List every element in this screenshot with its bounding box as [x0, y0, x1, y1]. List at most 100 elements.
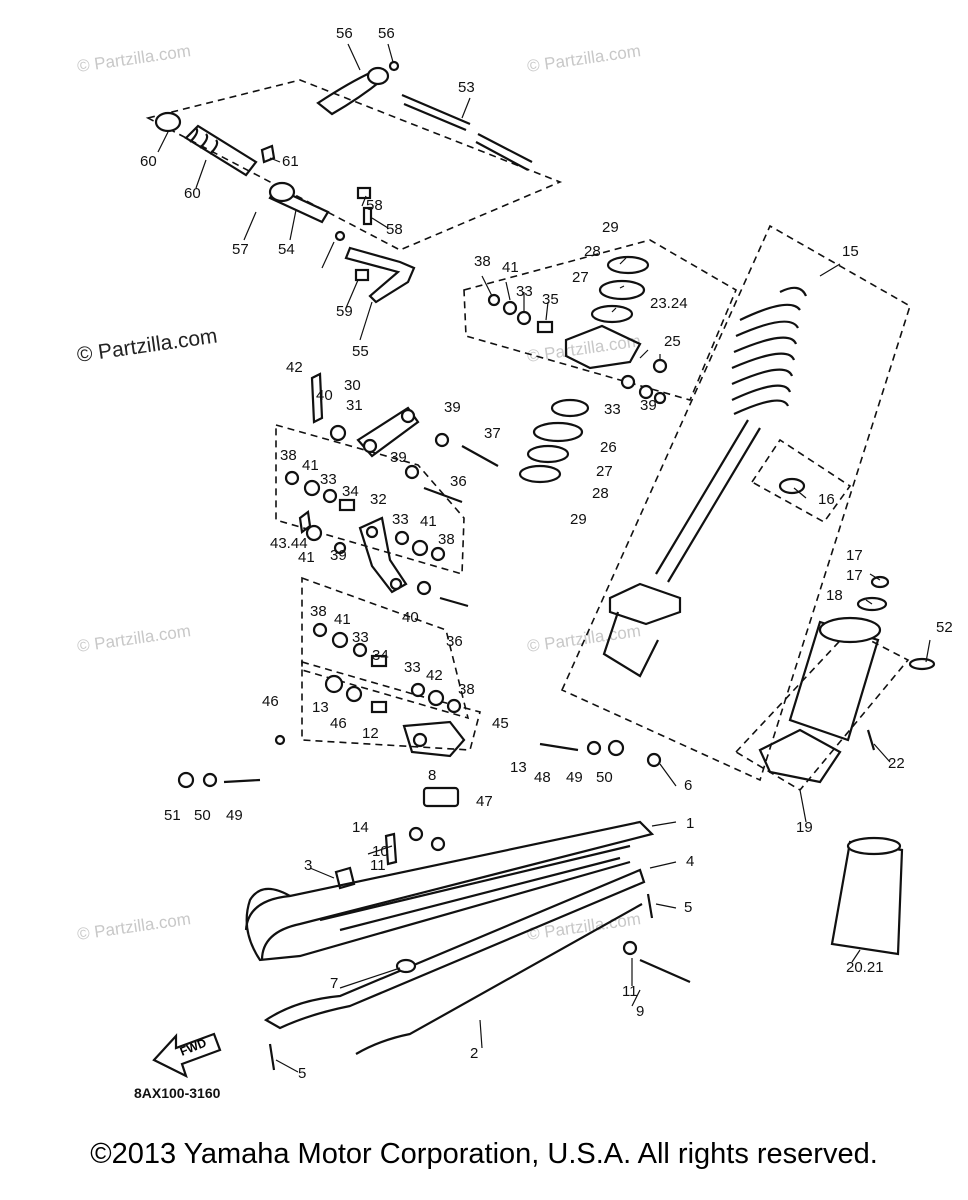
- callout: 26: [600, 439, 617, 456]
- callout: 41: [502, 259, 519, 276]
- shock-absorber: [560, 224, 936, 956]
- callout: 46: [262, 693, 279, 710]
- callout: 8: [428, 767, 436, 784]
- callout: 13: [312, 699, 329, 716]
- callout: 28: [584, 243, 601, 260]
- callout: 30: [344, 377, 361, 394]
- callout: 53: [458, 79, 475, 96]
- callout: 33: [404, 659, 421, 676]
- callout: 40: [402, 609, 419, 626]
- callout: 42: [286, 359, 303, 376]
- callout: 41: [420, 513, 437, 530]
- callout: 18: [826, 587, 843, 604]
- callout: 22: [888, 755, 905, 772]
- callout: 39: [330, 547, 347, 564]
- callout: 34: [372, 647, 389, 664]
- watermark: © Partzilla.com: [526, 621, 642, 656]
- callout: 29: [602, 219, 619, 236]
- callout: 49: [566, 769, 583, 786]
- callout: 23.24: [650, 295, 688, 312]
- callout: 36: [446, 633, 463, 650]
- callout: 16: [818, 491, 835, 508]
- leader-lines: [157, 43, 931, 1073]
- callout: 38: [438, 531, 455, 548]
- callout: 47: [476, 793, 493, 810]
- callout-labels: 1 2 3 4 5 5 6 7 8 9 10 11 11 12 13 13 14…: [140, 25, 953, 1082]
- callout: 3: [304, 857, 312, 874]
- callout: 50: [194, 807, 211, 824]
- callout: 19: [796, 819, 813, 836]
- callout: 42: [426, 667, 443, 684]
- callout: 33: [392, 511, 409, 528]
- callout: 58: [366, 197, 383, 214]
- callout: 2: [470, 1045, 478, 1062]
- watermark: © Partzilla.com: [526, 41, 642, 76]
- callout: 34: [342, 483, 359, 500]
- callout: 20.21: [846, 959, 884, 976]
- callout: 56: [378, 25, 395, 42]
- callout: 39: [444, 399, 461, 416]
- callout: 45: [492, 715, 509, 732]
- callout: 31: [346, 397, 363, 414]
- callout: 29: [570, 511, 587, 528]
- parts-diagram: © Partzilla.com © Partzilla.com © Partzi…: [75, 25, 953, 1101]
- callout: 17: [846, 567, 863, 584]
- callout: 49: [226, 807, 243, 824]
- callout: 33: [320, 471, 337, 488]
- callout: 27: [572, 269, 589, 286]
- callout: 41: [298, 549, 315, 566]
- callout: 48: [534, 769, 551, 786]
- callout: 56: [336, 25, 353, 42]
- callout: 52: [936, 619, 953, 636]
- callout: 41: [302, 457, 319, 474]
- callout: 37: [484, 425, 501, 442]
- callout: 54: [278, 241, 295, 258]
- callout: 61: [282, 153, 299, 170]
- callout: 43.44: [270, 535, 308, 552]
- steering-shaft-group: [145, 60, 563, 304]
- watermark: © Partzilla.com: [76, 41, 192, 76]
- watermark: © Partzilla.com: [76, 909, 192, 944]
- callout: 6: [684, 777, 692, 794]
- callout: 46: [330, 715, 347, 732]
- callout: 59: [336, 303, 353, 320]
- callout: 39: [640, 397, 657, 414]
- callout: 38: [310, 603, 327, 620]
- callout: 5: [298, 1065, 306, 1082]
- callout: 15: [842, 243, 859, 260]
- callout: 38: [474, 253, 491, 270]
- callout: 51: [164, 807, 181, 824]
- callout: 27: [596, 463, 613, 480]
- callout: 55: [352, 343, 369, 360]
- linkage-group: [177, 372, 662, 789]
- callout: 57: [232, 241, 249, 258]
- callout: 4: [686, 853, 694, 870]
- callout: 41: [334, 611, 351, 628]
- callout: 33: [604, 401, 621, 418]
- watermark: © Partzilla.com: [76, 621, 192, 656]
- callout: 60: [140, 153, 157, 170]
- callout: 17: [846, 547, 863, 564]
- copyright-notice: ©2013 Yamaha Motor Corporation, U.S.A. A…: [90, 1138, 878, 1170]
- callout: 5: [684, 899, 692, 916]
- callout: 35: [542, 291, 559, 308]
- callout: 33: [352, 629, 369, 646]
- callout: 38: [280, 447, 297, 464]
- callout: 38: [458, 681, 475, 698]
- callout: 36: [450, 473, 467, 490]
- callout: 50: [596, 769, 613, 786]
- callout: 11: [622, 983, 638, 1000]
- callout: 39: [390, 449, 407, 466]
- callout: 1: [686, 815, 694, 832]
- diagram-code: 8AX100-3160: [134, 1085, 221, 1101]
- callout: 7: [330, 975, 338, 992]
- callout: 10: [372, 843, 389, 860]
- callout: 14: [352, 819, 369, 836]
- callout: 25: [664, 333, 681, 350]
- callout: 13: [510, 759, 527, 776]
- callout: 12: [362, 725, 379, 742]
- bushing-stack: [463, 239, 738, 484]
- callout: 11: [370, 857, 386, 874]
- watermark: © Partzilla.com: [75, 324, 218, 366]
- callout: 60: [184, 185, 201, 202]
